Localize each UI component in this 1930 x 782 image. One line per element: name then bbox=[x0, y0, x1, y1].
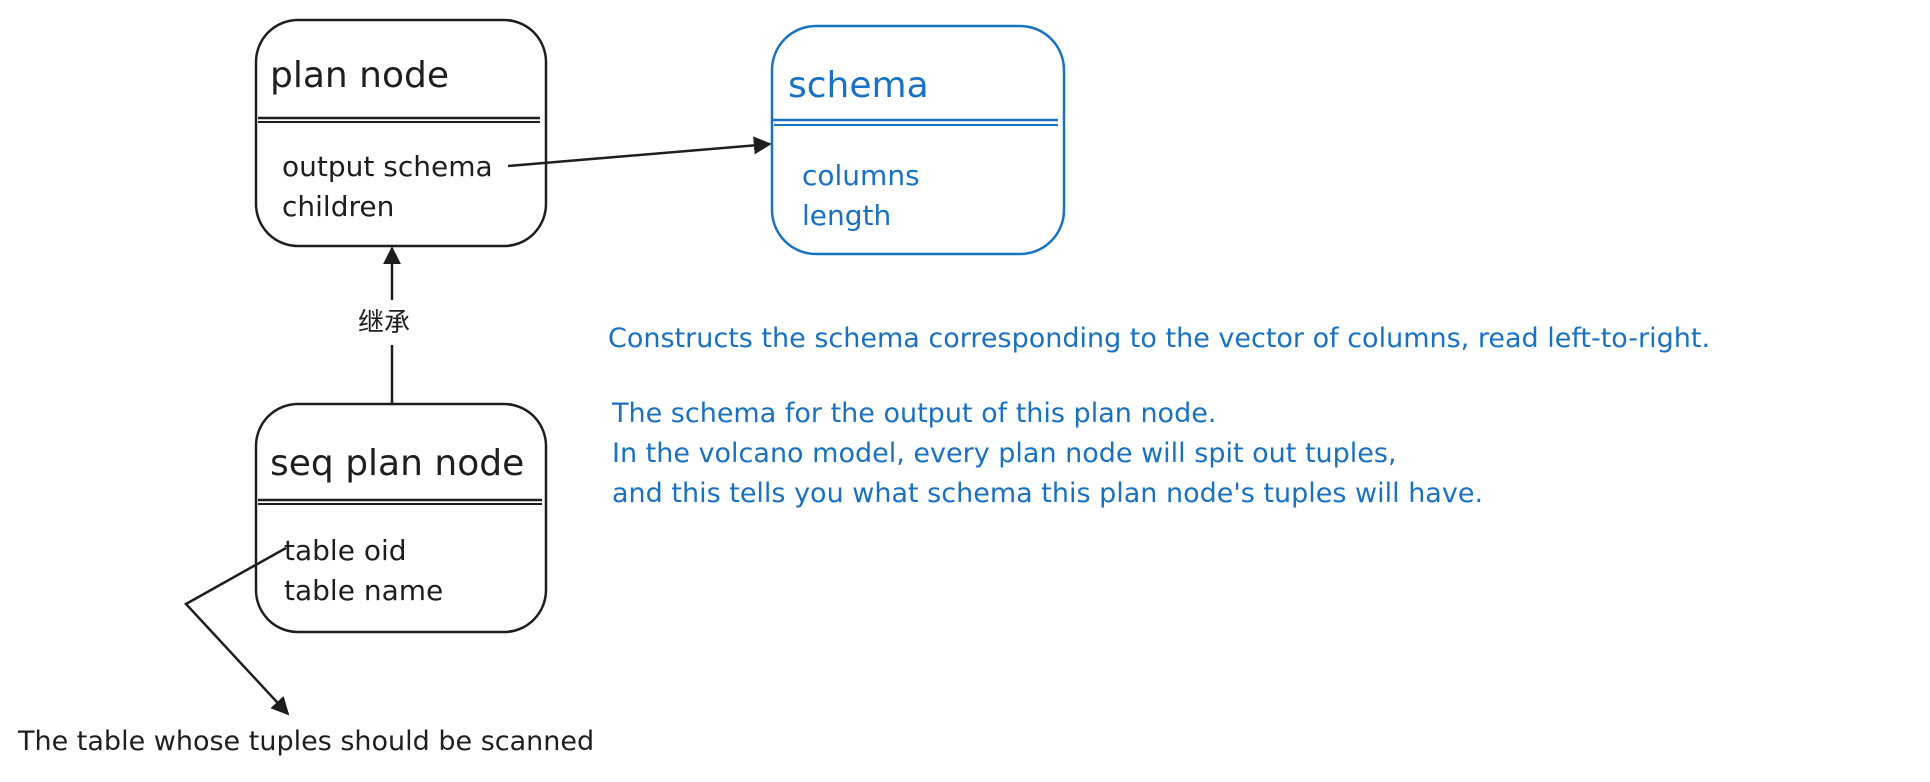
output-schema-note-line-2: In the volcano model, every plan node wi… bbox=[612, 438, 1397, 469]
plan-node-box[interactable] bbox=[254, 18, 548, 248]
schema-note: Constructs the schema corresponding to t… bbox=[608, 323, 1711, 354]
inherit-label: 继承 bbox=[358, 308, 411, 338]
seq-plan-node-field-table-name: table name bbox=[284, 574, 444, 607]
plan-node-field-children: children bbox=[282, 190, 395, 223]
schema-box[interactable] bbox=[770, 24, 1066, 256]
output-schema-arrow bbox=[507, 136, 772, 168]
plan-node-title: plan node bbox=[270, 55, 450, 96]
output-schema-note-line-3: and this tells you what schema this plan… bbox=[612, 478, 1484, 509]
schema-field-length: length bbox=[802, 199, 892, 232]
seq-plan-node-box[interactable] bbox=[254, 402, 548, 634]
schema-title: schema bbox=[788, 65, 929, 106]
seq-plan-node-field-table-oid: table oid bbox=[284, 534, 407, 567]
schema-field-columns: columns bbox=[802, 159, 920, 192]
seq-plan-node-title: seq plan node bbox=[270, 443, 525, 484]
table-oid-arrow bbox=[184, 546, 290, 716]
output-schema-note-line-1: The schema for the output of this plan n… bbox=[612, 398, 1217, 429]
table-note: The table whose tuples should be scanned bbox=[18, 726, 595, 757]
plan-node-field-output-schema: output schema bbox=[282, 150, 493, 183]
